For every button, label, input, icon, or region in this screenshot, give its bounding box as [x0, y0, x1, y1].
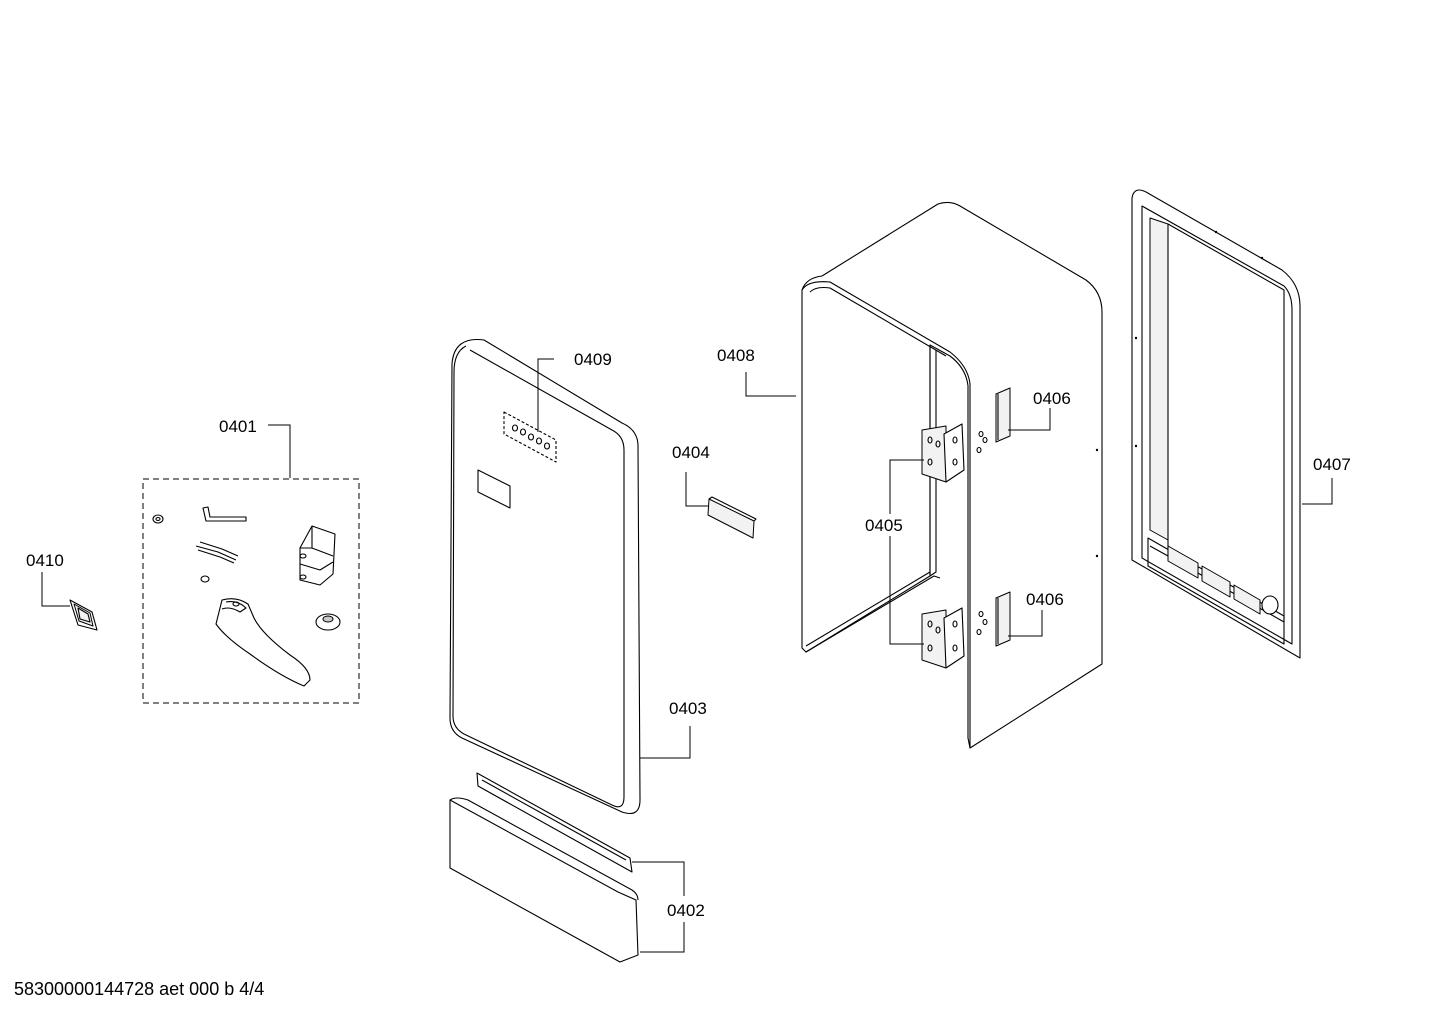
label-0406-upper: 0406 — [1033, 389, 1071, 408]
part-0401-handle-kit — [142, 478, 360, 704]
logo-dots — [511, 424, 551, 450]
part-0403-front-door — [449, 338, 641, 815]
part-0405-hinge-lower — [921, 607, 988, 669]
drawing-reference: 58300000144728 aet 000 b 4/4 — [14, 979, 265, 999]
part-0402-kickplate — [449, 772, 639, 963]
part-0410-clip — [69, 599, 98, 631]
label-0406-lower: 0406 — [1026, 590, 1064, 609]
part-0406-strip-lower — [995, 591, 1011, 647]
label-0409: 0409 — [574, 350, 612, 369]
label-0401: 0401 — [219, 417, 257, 436]
label-0407: 0407 — [1313, 455, 1351, 474]
part-0405-hinge-upper — [921, 423, 988, 483]
label-0408: 0408 — [717, 346, 755, 365]
label-0404: 0404 — [672, 443, 710, 462]
label-0403: 0403 — [669, 699, 707, 718]
label-0405: 0405 — [865, 516, 903, 535]
part-0406-strip-upper — [995, 387, 1011, 443]
part-0408-cabinet-shell — [801, 201, 1103, 749]
leader-lines — [41, 358, 1333, 953]
label-0410: 0410 — [26, 551, 64, 570]
label-0402: 0402 — [667, 901, 705, 920]
part-0407-back-frame — [1131, 189, 1301, 659]
part-0404-plate — [707, 496, 757, 539]
